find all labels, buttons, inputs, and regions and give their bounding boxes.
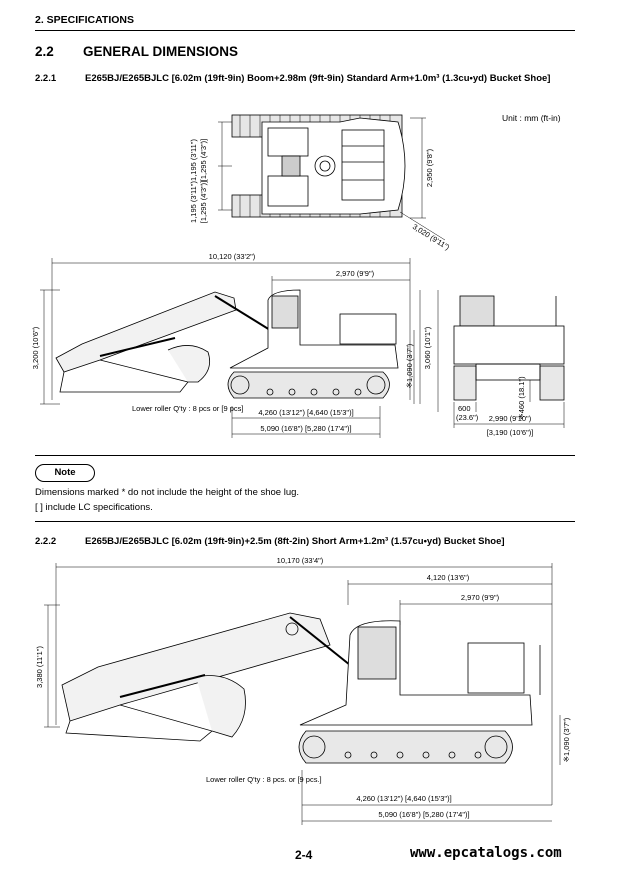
front-view-dims xyxy=(437,290,565,428)
side-cw-clearance: ※1,090 (3'7") xyxy=(405,343,414,388)
divider-2 xyxy=(35,521,575,522)
excavator-front xyxy=(453,295,565,401)
excavator-side-1 xyxy=(55,289,399,399)
fig2-tumbler: 4,260 (13'12") [4,640 (15'3")] xyxy=(356,794,451,803)
section-number: 2.2 xyxy=(35,44,54,59)
top-view xyxy=(231,114,406,218)
excavator-side-2 xyxy=(61,612,541,764)
side-cab-height: 3,060 (10'1") xyxy=(423,326,432,369)
fig2-height: 3,380 (11'1") xyxy=(35,646,44,688)
unit-label: Unit : mm (ft-in) xyxy=(502,113,561,123)
top-dim-b: [1,295 (4'3")] xyxy=(199,139,208,181)
top-dim-d: [1,295 (4'3")] xyxy=(199,181,208,223)
side-roller-note: Lower roller Q'ty : 8 pcs or [9 pcs] xyxy=(132,404,243,413)
subsection-2-title: E265BJ/E265BJLC [6.02m (19ft-9in)+2.5m (… xyxy=(85,536,505,547)
fig2-track-length: 5,090 (16'8") [5,280 (17'4")] xyxy=(378,810,469,819)
header-rule xyxy=(35,30,575,31)
fig2-roller-note: Lower roller Q'ty : 8 pcs. or [9 pcs.] xyxy=(206,775,322,784)
subsection-2-number: 2.2.2 xyxy=(35,536,57,547)
side-tumbler: 4,260 (13'12") [4,640 (15'3")] xyxy=(258,408,353,417)
fig2-rear-length: 2,970 (9'9") xyxy=(461,593,500,602)
subsection-1-title: E265BJ/E265BJLC [6.02m (19ft-9in) Boom+2… xyxy=(85,73,551,84)
fig2-cw-clearance: ※1,090 (3'7") xyxy=(562,717,571,762)
figure-2-dims xyxy=(44,563,561,825)
page-number: 2-4 xyxy=(295,848,313,862)
subsection-1-number: 2.2.1 xyxy=(35,73,57,84)
top-dim-swing: 3,020 (9'11") xyxy=(411,222,452,252)
figure-1-drawings: 1,195 (3'11") [1,295 (4'3")] 1,195 (3'11… xyxy=(31,114,565,438)
figure-2-drawing: 10,170 (33'4") 4,120 (13'6") 2,970 (9'9"… xyxy=(35,556,571,825)
top-dim-a: 1,195 (3'11") xyxy=(189,139,198,181)
note-line-1: Dimensions marked * do not include the h… xyxy=(35,487,300,498)
top-view-dims xyxy=(218,117,446,241)
side-view-dims xyxy=(40,258,421,438)
note-badge: Note xyxy=(35,464,95,482)
front-shoe-width-ft: (23.6") xyxy=(456,413,479,422)
subsection-2-heading: 2.2.2 E265BJ/E265BJLC [6.02m (19ft-9in)+… xyxy=(35,535,575,551)
site-watermark: www.epcatalogs.com xyxy=(410,845,562,861)
side-height: 3,200 (10'6") xyxy=(31,326,40,369)
note-line-2: [ ] include LC specifications. xyxy=(35,502,153,513)
section-title-text: GENERAL DIMENSIONS xyxy=(83,44,239,59)
side-track-length: 5,090 (16'8") [5,280 (17'4")] xyxy=(260,424,351,433)
side-rear-length: 2,970 (9'9") xyxy=(336,269,375,278)
subsection-1-heading: 2.2.1 E265BJ/E265BJLC [6.02m (19ft-9in) … xyxy=(35,72,575,100)
section-header: 2. SPECIFICATIONS xyxy=(35,14,134,26)
front-shoe-width: 600 xyxy=(458,404,471,413)
fig2-overall-length: 10,170 (33'4") xyxy=(277,556,324,565)
front-overall-width: 2,990 (9'10") xyxy=(489,414,532,423)
section-title: 2.2 GENERAL DIMENSIONS xyxy=(35,44,238,59)
side-overall-length: 10,120 (33'2") xyxy=(209,252,256,261)
front-ground-clearance: ※460 (18.1") xyxy=(517,376,526,420)
divider-1 xyxy=(35,455,575,456)
top-dim-c: 1,195 (3'11") xyxy=(189,181,198,223)
top-dim-height: 2,950 (9'8") xyxy=(425,148,434,187)
front-overall-width-lc: [3,190 (10'6")] xyxy=(487,428,534,437)
fig2-upper-length: 4,120 (13'6") xyxy=(427,573,470,582)
